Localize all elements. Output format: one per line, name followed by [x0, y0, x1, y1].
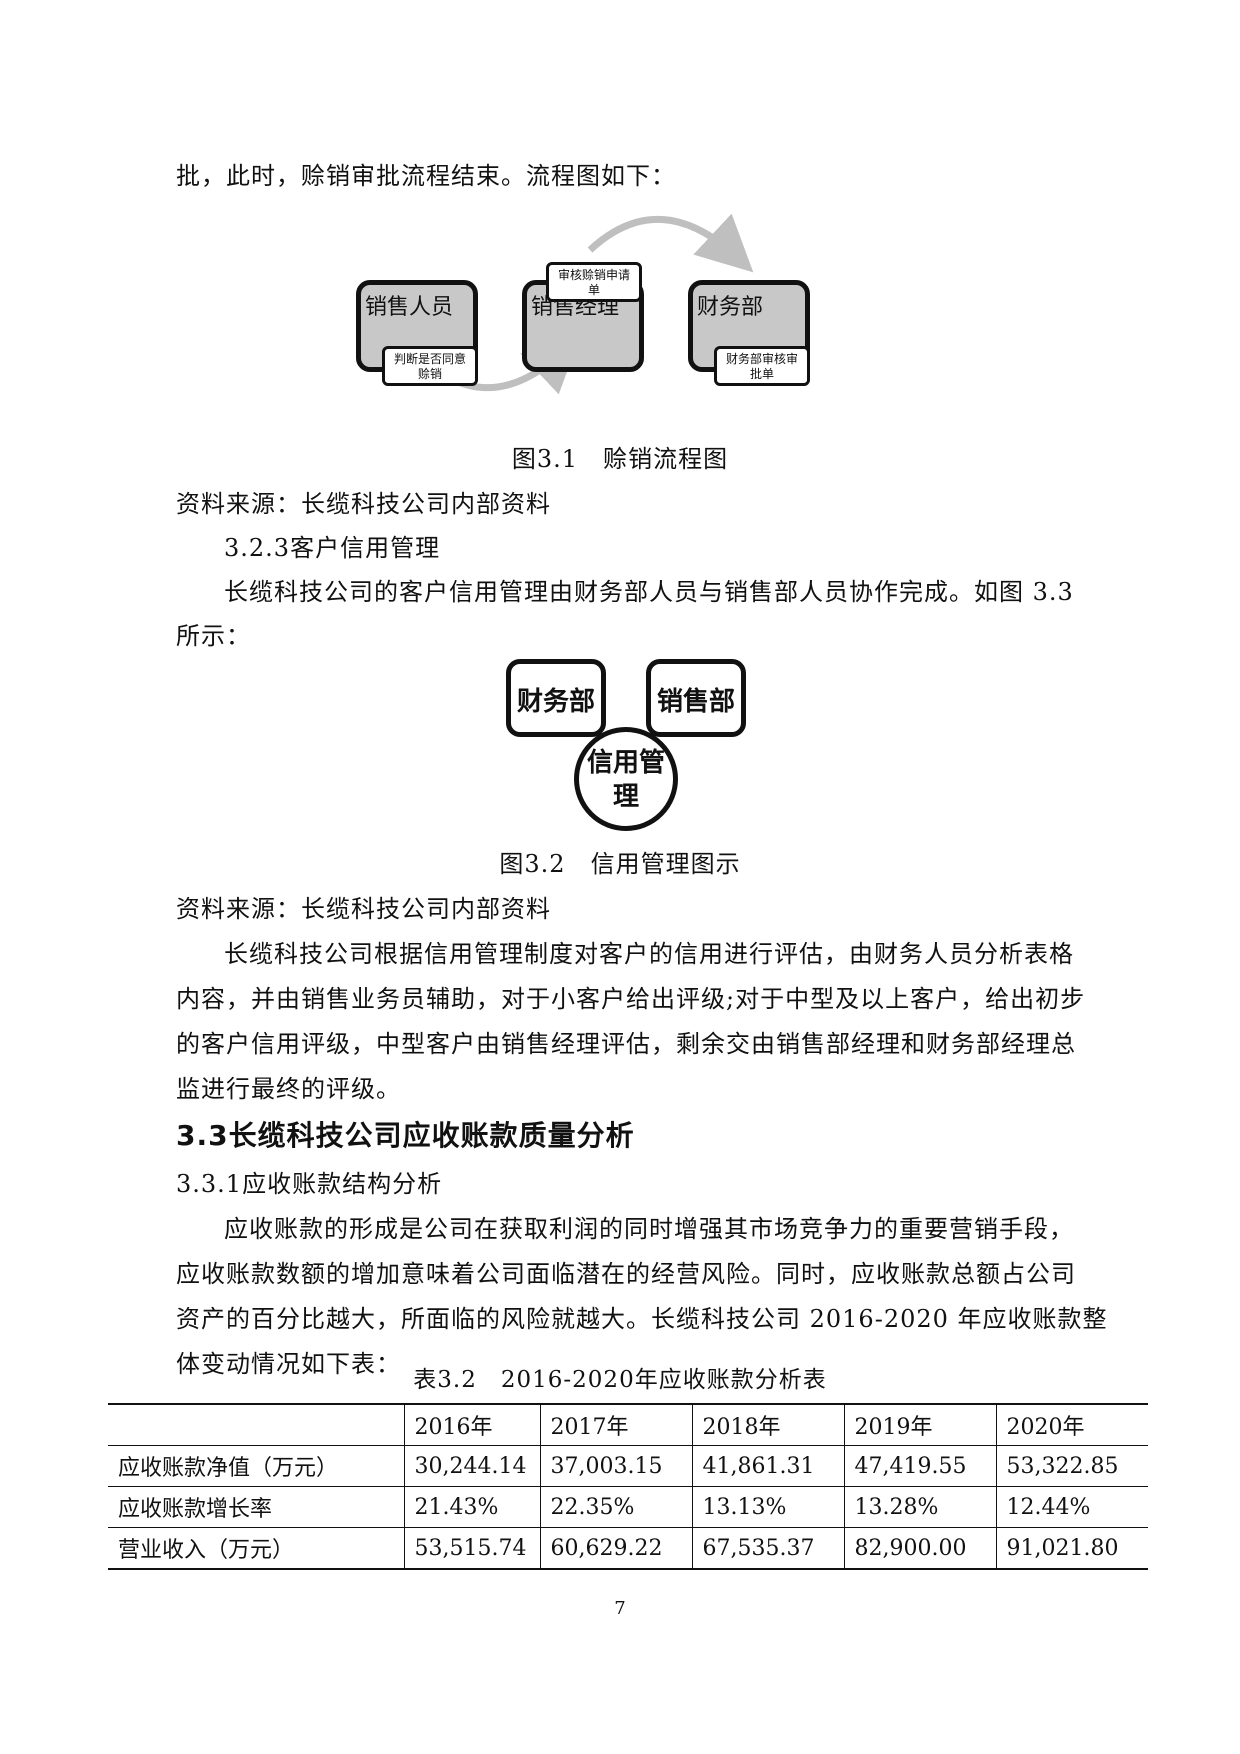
table-cell: 22.35% [539, 1486, 692, 1528]
table-cell: 应收账款净值（万元） [108, 1445, 404, 1487]
finance-dept-box: 财务部 [506, 659, 606, 737]
paragraph-text: 的客户信用评级，中型客户由销售经理评估，剩余交由销售部经理和财务部经理总 [176, 1030, 1076, 1058]
table-cell: 30,244.14 [403, 1445, 540, 1487]
table-cell: 91,021.80 [995, 1527, 1148, 1570]
table-row: 应收账款净值（万元） 30,244.14 37,003.15 41,861.31… [108, 1445, 1148, 1487]
paragraph-text: 体变动情况如下表： [176, 1350, 401, 1378]
receivables-analysis-table: 2016年 2017年 2018年 2019年 2020年 应收账款净值（万元）… [108, 1403, 1148, 1570]
credit-sale-flowchart: 销售人员 销售经理 财务部 判断是否同意 赊销 审核赊销申请 单 财务部审核审 … [340, 210, 900, 430]
flow-box-label: 财务部 [697, 295, 764, 320]
table-header-row: 2016年 2017年 2018年 2019年 2020年 [108, 1403, 1148, 1446]
table-cell: 37,003.15 [539, 1445, 692, 1487]
table-cell: 2019年 [843, 1403, 996, 1446]
table-cell: 67,535.37 [691, 1527, 844, 1570]
paragraph-text: 长缆科技公司根据信用管理制度对客户的信用进行评估，由财务人员分析表格 [224, 940, 1074, 968]
section-heading-3-3: 3.3长缆科技公司应收账款质量分析 [176, 1119, 635, 1152]
arrow-upper [587, 213, 754, 273]
paragraph-text: 监进行最终的评级。 [176, 1075, 401, 1103]
table-cell: 60,629.22 [539, 1527, 692, 1570]
table-caption: 表3.2 2016-2020年应收账款分析表 [413, 1367, 827, 1393]
flow-tag-approve: 判断是否同意 赊销 [382, 346, 478, 386]
section-heading-3-3-1: 3.3.1应收账款结构分析 [176, 1170, 443, 1198]
paragraph-text: 应收账款的形成是公司在获取利润的同时增强其市场竞争力的重要营销手段， [224, 1215, 1074, 1243]
sales-dept-box: 销售部 [646, 659, 746, 737]
paragraph-text: 资产的百分比越大，所面临的风险就越大。长缆科技公司 2016-2020 年应收账… [176, 1305, 1108, 1333]
table-cell: 应收账款增长率 [108, 1486, 404, 1528]
table-cell [108, 1403, 404, 1446]
table-cell: 13.13% [691, 1486, 844, 1528]
table-cell: 营业收入（万元） [108, 1527, 404, 1570]
table-cell: 2017年 [539, 1403, 692, 1446]
paragraph-text: 应收账款数额的增加意味着公司面临潜在的经营风险。同时，应收账款总额占公司 [176, 1260, 1076, 1288]
credit-management-diagram: 财务部 销售部 信用管 理 [500, 655, 750, 835]
paragraph-text: 批，此时，赊销审批流程结束。流程图如下： [176, 162, 676, 190]
source-note: 资料来源：长缆科技公司内部资料 [176, 895, 551, 923]
section-heading-3-2-3: 3.2.3客户信用管理 [224, 534, 441, 562]
table-cell: 53,322.85 [995, 1445, 1148, 1487]
figure-caption: 图3.1 赊销流程图 [511, 445, 729, 473]
table-cell: 13.28% [843, 1486, 996, 1528]
paragraph-text: 所示： [176, 622, 251, 650]
paragraph-text: 长缆科技公司的客户信用管理由财务部人员与销售部人员协作完成。如图 3.3 [224, 578, 1074, 606]
table-cell: 53,515.74 [403, 1527, 540, 1570]
table-cell: 12.44% [995, 1486, 1148, 1528]
source-note: 资料来源：长缆科技公司内部资料 [176, 490, 551, 518]
table-cell: 41,861.31 [691, 1445, 844, 1487]
table-cell: 21.43% [403, 1486, 540, 1528]
table-row: 应收账款增长率 21.43% 22.35% 13.13% 13.28% 12.4… [108, 1486, 1148, 1528]
table-cell: 2020年 [995, 1403, 1148, 1446]
flow-tag-finance-review: 财务部审核审 批单 [714, 346, 810, 386]
page-number: 7 [614, 1598, 626, 1619]
table-cell: 82,900.00 [843, 1527, 996, 1570]
paragraph-text: 内容，并由销售业务员辅助，对于小客户给出评级;对于中型及以上客户，给出初步 [176, 985, 1086, 1013]
table-cell: 47,419.55 [843, 1445, 996, 1487]
credit-management-circle: 信用管 理 [574, 727, 678, 831]
table-cell: 2018年 [691, 1403, 844, 1446]
flow-tag-review: 审核赊销申请 单 [546, 262, 642, 302]
table-cell: 2016年 [403, 1403, 540, 1446]
table-row: 营业收入（万元） 53,515.74 60,629.22 67,535.37 8… [108, 1527, 1148, 1570]
figure-caption: 图3.2 信用管理图示 [499, 850, 741, 878]
flow-box-label: 销售人员 [365, 295, 454, 320]
